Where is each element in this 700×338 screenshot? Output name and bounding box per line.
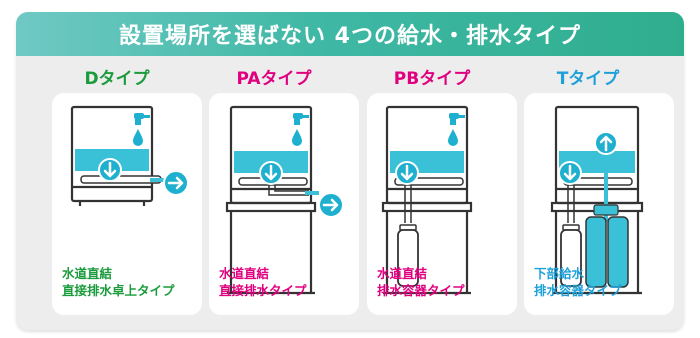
card-pa-type: 水道直結 直接排水タイプ	[209, 93, 359, 315]
type-label-t: Tタイプ	[556, 69, 620, 89]
type-label-pa: PAタイプ	[236, 69, 312, 89]
type-description: 水道直結 排水容器タイプ	[377, 266, 465, 298]
drain-arrow-down-icon	[259, 161, 283, 185]
type-description: 下部給水 排水容器タイプ	[534, 266, 622, 298]
drain-arrow-right-icon	[318, 192, 344, 218]
d-type-diagram-icon	[70, 105, 189, 206]
type-description: 水道直結 直接排水タイプ	[219, 266, 307, 298]
card-d-type: 水道直結 直接排水卓上タイプ	[52, 93, 202, 315]
pb-type-diagram-icon	[381, 105, 473, 295]
card-pb-type: 水道直結 排水容器タイプ	[367, 93, 517, 315]
page-title: 設置場所を選ばない 4つの給水・排水タイプ	[16, 12, 684, 56]
t-type-diagram-icon	[550, 105, 644, 295]
drain-arrow-down-icon	[395, 161, 419, 185]
supply-arrow-up-icon	[594, 131, 618, 155]
drain-arrow-down-icon	[98, 158, 122, 182]
drain-arrow-right-icon	[163, 170, 189, 196]
type-label-pb: PBタイプ	[393, 69, 471, 89]
pa-type-diagram-icon	[225, 105, 344, 295]
type-description: 水道直結 直接排水卓上タイプ	[62, 266, 175, 298]
card-t-type: 下部給水 排水容器タイプ	[524, 93, 674, 315]
drain-arrow-down-icon	[558, 161, 582, 185]
type-label-d: Dタイプ	[84, 69, 150, 89]
